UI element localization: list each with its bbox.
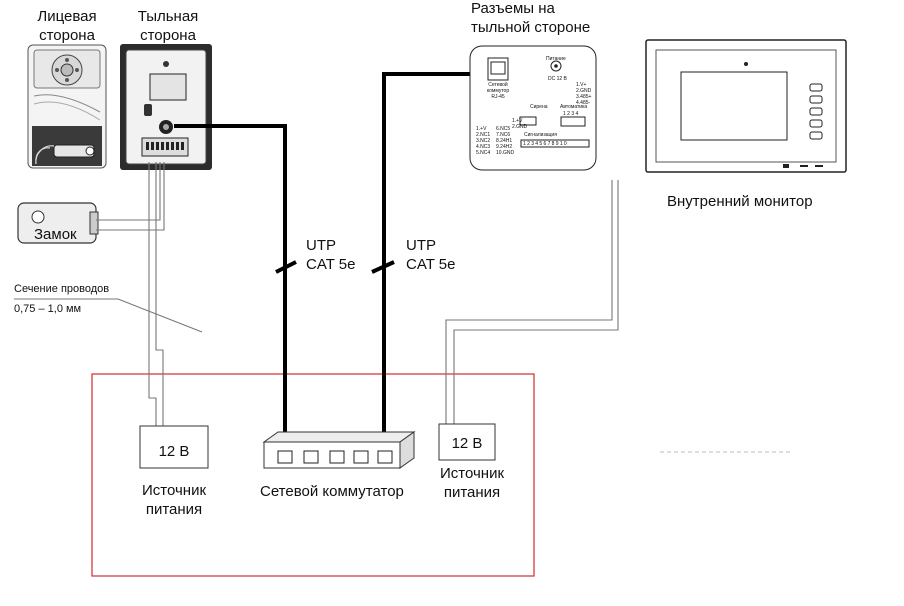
- lock-device: [17, 202, 99, 244]
- network-switch: [262, 431, 416, 469]
- power-supply-right: [438, 423, 496, 461]
- power-label: Питание: [546, 56, 566, 62]
- indoor-monitor-label: Внутренний монитор: [667, 193, 813, 210]
- automation-pins: 1 2 3 4: [563, 111, 579, 117]
- psu-right-voltage: 12 В: [451, 435, 483, 452]
- alarm-title: Сигнализация: [524, 132, 557, 138]
- siren-title: Сирена: [530, 104, 548, 110]
- switch-label: Сетевой коммутатор: [260, 483, 404, 500]
- power-pins: 1.V+2.GND 3.485+4.485-: [576, 82, 592, 106]
- connector-panel: [469, 45, 597, 171]
- indoor-monitor-device: [645, 39, 847, 173]
- back-panel-device: [120, 44, 212, 170]
- power-supply-left: [139, 425, 209, 469]
- alarm-pins: 12345678910: [523, 141, 569, 147]
- wire-section-label: Сечение проводов 0,75 – 1,0 мм: [14, 283, 110, 315]
- front-panel-device: [27, 44, 107, 169]
- automation-title: Автоматика: [560, 104, 588, 110]
- equipment-zone-frame: [91, 373, 535, 577]
- lock-label: Замок: [34, 226, 77, 243]
- psu-left-voltage: 12 В: [158, 443, 190, 460]
- power-dc-label: DC 12 В: [548, 76, 567, 82]
